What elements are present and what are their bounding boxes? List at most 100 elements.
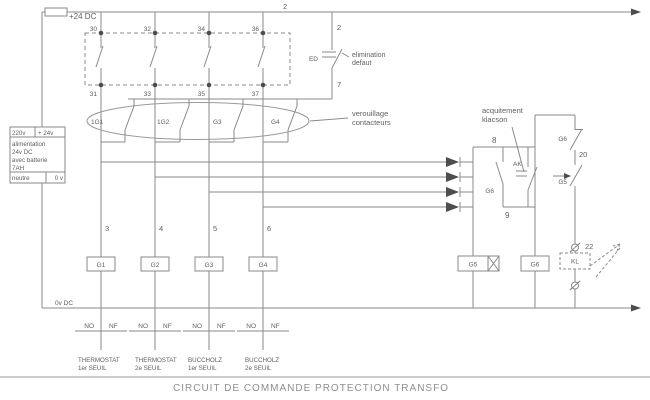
sensor-group-thermostat-2: NO NF THERMOSTAT 2e SEUIL bbox=[135, 323, 177, 372]
column-wire-number: 4 bbox=[159, 224, 163, 233]
supply-footer-right: 0 v bbox=[55, 175, 64, 182]
ed-branch-wires bbox=[128, 12, 350, 100]
klaxon-box bbox=[559, 252, 591, 270]
coil-label: G3 bbox=[205, 262, 214, 269]
diode-or-network bbox=[101, 147, 474, 308]
fault-contact-bank: 30 32 34 36 31 33 35 37 bbox=[84, 12, 291, 350]
hold-contact-label: G6 bbox=[485, 188, 494, 195]
ed-branch: 2 7 ED elimination defaut bbox=[128, 12, 386, 100]
negative-rail-label: 0v DC bbox=[55, 300, 73, 307]
ed-wire-bottom-number: 7 bbox=[337, 80, 341, 89]
coil-box bbox=[248, 256, 278, 272]
supply-box-dividers bbox=[10, 127, 65, 183]
top-rail-wire bbox=[41, 11, 632, 309]
latch-x-icon bbox=[487, 255, 500, 272]
supply-box-frame bbox=[9, 126, 66, 184]
ack-caption-line2: klacson bbox=[482, 115, 507, 124]
terminal-label: 33 bbox=[144, 91, 152, 98]
supply-header-right: + 24v bbox=[38, 130, 54, 137]
fuse-icon bbox=[44, 7, 68, 17]
nf-label: NF bbox=[109, 323, 118, 330]
klaxon-wires bbox=[553, 115, 583, 308]
no-label: NO bbox=[84, 323, 94, 330]
supply-header-left: 220v bbox=[12, 130, 26, 137]
contact-dot bbox=[152, 30, 158, 36]
top-rail-arrow-icon bbox=[631, 8, 641, 16]
sensor-name-line2: 1er SEUIL bbox=[188, 365, 217, 372]
diode-icon bbox=[446, 172, 459, 182]
column-wire-number: 6 bbox=[267, 224, 271, 233]
terminal-label: 31 bbox=[90, 91, 98, 98]
ed-caption-line1: elimination bbox=[352, 52, 386, 59]
no-label: NO bbox=[138, 323, 148, 330]
nf-label: NF bbox=[163, 323, 172, 330]
sensor-name-line1: THERMOSTAT bbox=[78, 357, 120, 364]
ack-pushbutton-label: AK bbox=[513, 161, 522, 168]
interlock-contact-label: 1G1 bbox=[91, 119, 104, 126]
fault-bank-contact-dots bbox=[98, 30, 266, 88]
horn-wire-lower-number: 22 bbox=[585, 242, 593, 251]
terminal-label: 35 bbox=[198, 91, 206, 98]
terminal-label: 32 bbox=[144, 26, 152, 33]
horn-relay-coil-label: G5 bbox=[469, 262, 478, 269]
supply-box: 220v + 24v alimentation 24v DC avec batt… bbox=[9, 126, 66, 184]
acknowledge-circuit: 8 9 G6 AK acquitement klacson G5 G6 bbox=[457, 106, 575, 308]
terminal-label: 30 bbox=[90, 26, 98, 33]
ack-wire-bottom-number: 9 bbox=[505, 211, 510, 220]
coil-label: G2 bbox=[151, 262, 160, 269]
bottom-rail-arrow-icon bbox=[631, 304, 641, 312]
interlock-contact-label: G4 bbox=[271, 119, 280, 126]
connector-slash bbox=[569, 280, 581, 291]
sensor-group-buccholz-2: NO NF BUCCHOLZ 2e SEUIL bbox=[245, 323, 280, 372]
terminal-label: 34 bbox=[198, 26, 206, 33]
coil-box bbox=[194, 256, 224, 272]
fault-bank-wires bbox=[95, 12, 266, 350]
interlock-caption-line2: contacteurs bbox=[352, 118, 391, 127]
ack-caption-line1: acquitement bbox=[482, 106, 524, 115]
ack-relay-coil-label: G6 bbox=[531, 262, 540, 269]
diode-icon bbox=[446, 187, 459, 197]
contact-dot bbox=[260, 82, 266, 88]
terminal-label: 37 bbox=[252, 91, 260, 98]
connector-slash bbox=[569, 242, 581, 253]
contact-dot bbox=[98, 30, 104, 36]
actuation-arrow-icon bbox=[564, 173, 571, 179]
horn-no-contact-label: G5 bbox=[558, 179, 567, 186]
nf-label: NF bbox=[271, 323, 280, 330]
fault-bank-dashed-frame bbox=[84, 32, 291, 86]
interlock-caption-line1: verouillage bbox=[352, 109, 388, 118]
page-title: CIRCUIT DE COMMANDE PROTECTION TRANSFO bbox=[173, 383, 449, 394]
contact-dot bbox=[260, 30, 266, 36]
ed-wire-top-number: 2 bbox=[337, 23, 341, 32]
sensor-name-line2: 2e SEUIL bbox=[245, 365, 272, 372]
trip-columns: 3 4 5 6 G1 G2 G3 G4 bbox=[86, 224, 278, 272]
coil-box bbox=[140, 256, 170, 272]
contact-dot bbox=[98, 82, 104, 88]
supply-footer-left: neutre bbox=[12, 175, 30, 182]
ed-contact-label: ED bbox=[309, 56, 318, 63]
terminal-label: 36 bbox=[252, 26, 260, 33]
horn-wire-upper-number: 20 bbox=[579, 150, 587, 159]
interlock-contact-wires bbox=[101, 99, 349, 143]
interlock-group: 1G1 1G2 G3 G4 verouillage contacteurs bbox=[86, 99, 391, 143]
supply-line2: 24v DC bbox=[12, 149, 33, 156]
sensor-name-line2: 2e SEUIL bbox=[135, 365, 162, 372]
sensor-name-line2: 1er SEUIL bbox=[78, 365, 107, 372]
sensor-name-line1: BUCCHOLZ bbox=[188, 357, 222, 364]
interlock-contact-label: G3 bbox=[213, 119, 222, 126]
sensor-group-buccholz-1: NO NF BUCCHOLZ 1er SEUIL bbox=[188, 323, 226, 372]
positive-rail-label: +24 DC bbox=[69, 12, 97, 21]
sensor-groups: NO NF THERMOSTAT 1er SEUIL NO NF THERMOS… bbox=[75, 323, 289, 372]
diode-icon bbox=[446, 157, 459, 167]
diode-wires bbox=[101, 147, 474, 308]
horn-nc-contact-label: G6 bbox=[558, 136, 567, 143]
coil-box bbox=[86, 256, 116, 272]
klaxon-sound-arrow-icon bbox=[589, 243, 621, 278]
klaxon-label: KL bbox=[571, 259, 579, 266]
sensor-group-thermostat-1: NO NF THERMOSTAT 1er SEUIL bbox=[78, 323, 120, 372]
diode-icon bbox=[446, 202, 459, 212]
sensor-name-line1: BUCCHOLZ bbox=[245, 357, 279, 364]
supply-line3: avec batterie bbox=[12, 157, 48, 164]
